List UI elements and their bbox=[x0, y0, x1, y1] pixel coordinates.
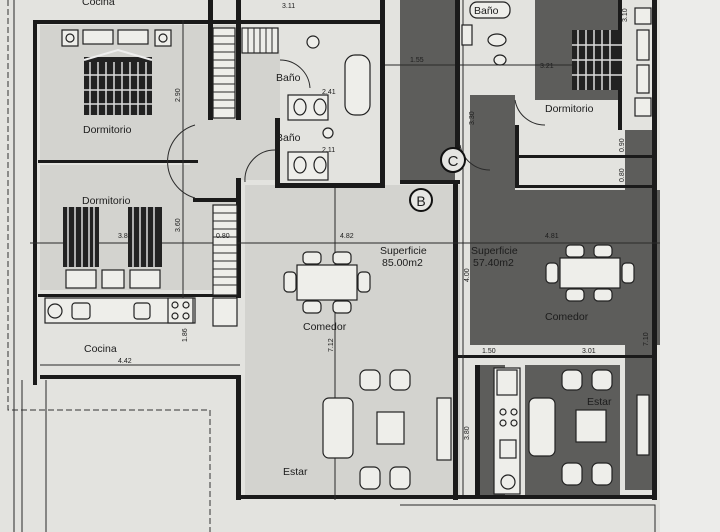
room-label-cocina-top: Cocina bbox=[82, 0, 115, 8]
dim-cocina-height: 1.86 bbox=[182, 328, 189, 342]
dim-living-height-right: 7.10 bbox=[643, 332, 650, 346]
twin-beds bbox=[63, 207, 162, 289]
dim-hall-height: 3.30 bbox=[469, 111, 476, 125]
walls bbox=[33, 0, 657, 500]
paper-margin bbox=[660, 0, 720, 532]
dim-kitchen-width: 1.50 bbox=[482, 348, 496, 355]
dim-living-height-left: 7.12 bbox=[328, 338, 335, 352]
area-label-left: Superficie bbox=[380, 245, 427, 257]
dining-table-right bbox=[545, 244, 635, 302]
dim-living-width-right: 4.81 bbox=[545, 233, 559, 240]
stairs bbox=[212, 27, 279, 296]
kitchen-left bbox=[44, 297, 238, 327]
dining-table-left bbox=[283, 251, 371, 314]
marker-b: B bbox=[409, 188, 433, 212]
dim-living-width-left: 4.82 bbox=[340, 233, 354, 240]
door-swings bbox=[167, 59, 546, 199]
room-label-bano-2: Baño bbox=[276, 132, 301, 144]
dim-hall: 1.55 bbox=[410, 57, 424, 64]
room-label-bano-1: Baño bbox=[276, 72, 301, 84]
dim-bano1: 2.41 bbox=[322, 89, 336, 96]
dim-dorm2-height: 3.60 bbox=[175, 218, 182, 232]
room-label-dormitorio-right: Dormitorio bbox=[545, 103, 594, 115]
dim-closet: 0.80 bbox=[216, 233, 230, 240]
marker-c-label: C bbox=[448, 153, 459, 170]
living-furniture-right bbox=[528, 369, 650, 486]
marker-b-label: B bbox=[416, 193, 425, 209]
room-label-comedor-left: Comedor bbox=[303, 321, 347, 333]
dim-bano2: 2.11 bbox=[322, 147, 335, 154]
dim-dorm-width-right: 3.21 bbox=[540, 63, 554, 70]
kitchen-right bbox=[493, 367, 521, 495]
area-label-right: Superficie bbox=[471, 245, 518, 257]
dim-estar-height: 3.80 bbox=[464, 426, 471, 440]
dim-dorm2-width: 3.82 bbox=[118, 233, 132, 240]
room-label-comedor-right: Comedor bbox=[545, 311, 589, 323]
dim-comedor-height: 4.00 bbox=[464, 268, 471, 282]
room-label-dormitorio-2: Dormitorio bbox=[82, 195, 131, 207]
marker-c: C bbox=[440, 147, 466, 173]
dim-closet-2: 0.80 bbox=[619, 168, 626, 182]
room-label-cocina: Cocina bbox=[84, 343, 117, 355]
dim-dorm1-height: 2.90 bbox=[175, 88, 182, 102]
room-label-estar-right: Estar bbox=[587, 396, 612, 408]
double-bed-left bbox=[61, 29, 172, 115]
living-furniture-left bbox=[322, 369, 452, 490]
dim-top: 3.11 bbox=[282, 3, 295, 10]
dim-estar-width: 3.01 bbox=[582, 348, 596, 355]
area-value-left: 85.00m2 bbox=[382, 257, 423, 269]
room-label-estar-left: Estar bbox=[283, 466, 308, 478]
lower-boundary bbox=[400, 504, 656, 532]
area-value-right: 57.40m2 bbox=[473, 257, 514, 269]
dim-dorm-top-right: 3.10 bbox=[622, 8, 629, 22]
double-bed-right bbox=[572, 7, 652, 117]
bathroom-fixtures bbox=[287, 1, 511, 181]
room-label-bano-right: Baño bbox=[474, 5, 499, 17]
dim-closet-1: 0.90 bbox=[619, 138, 626, 152]
dim-cocina-width: 4.42 bbox=[118, 358, 132, 365]
room-label-dormitorio-1: Dormitorio bbox=[83, 124, 132, 136]
